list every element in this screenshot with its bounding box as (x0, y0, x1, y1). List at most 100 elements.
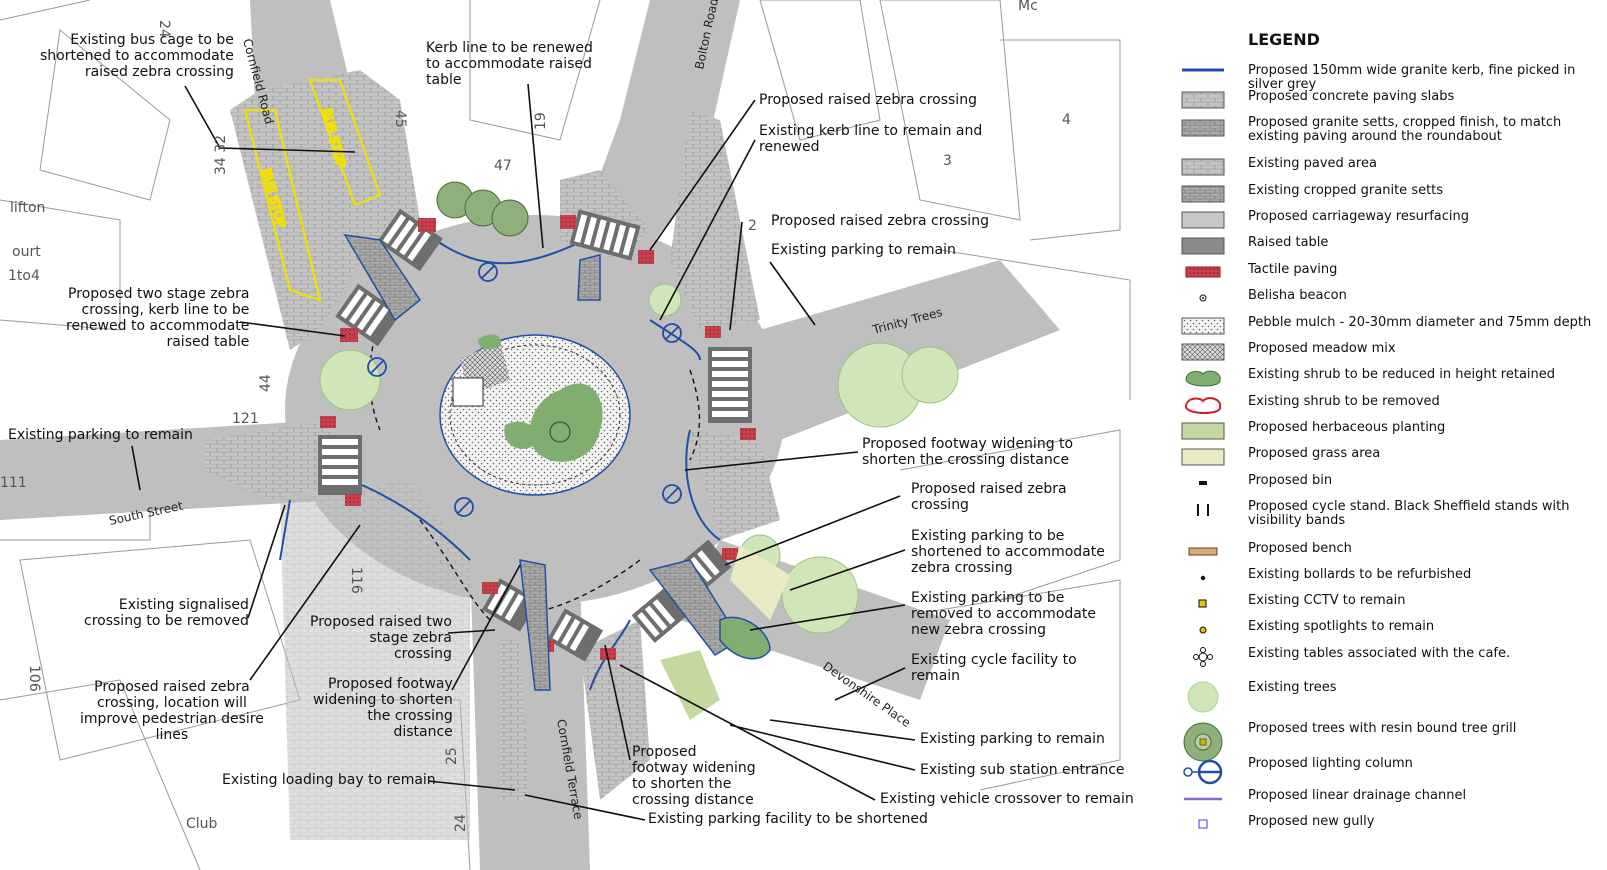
lighting-column-icon (1180, 757, 1226, 787)
leader-lines (131, 83, 916, 821)
legend-item-label: Raised table (1248, 235, 1329, 250)
legend-item-grass: Proposed grass area (1180, 447, 1600, 469)
bollard-icon (1180, 568, 1226, 590)
existing-tree-icon (1180, 681, 1226, 713)
legend-item-bench: Proposed bench (1180, 542, 1600, 564)
svg-text:24: 24 (453, 814, 469, 832)
callout-signalised: Existing signalised crossing to be remov… (84, 597, 249, 629)
spotlight-icon (1180, 620, 1226, 642)
legend-item-label: Proposed concrete paving slabs (1248, 89, 1455, 104)
svg-text:116: 116 (348, 567, 364, 594)
bin-icon (1180, 474, 1226, 496)
legend-item-label: Existing shrub to be reduced in height r… (1248, 367, 1556, 382)
callout-parking-shortened: Existing parking to be shortened to acco… (911, 528, 1105, 576)
site-plan: BUS STOP BUS STOP (0, 0, 1131, 870)
existing-paved-swatch-icon (1180, 157, 1226, 179)
cycle-stand-icon (1180, 500, 1226, 532)
existing-setts-swatch-icon (1180, 184, 1226, 206)
legend-item-drainage-channel: Proposed linear drainage channel (1180, 789, 1600, 811)
legend-item-cafe-tables: Existing tables associated with the cafe… (1180, 647, 1600, 669)
callout-crossover: Existing vehicle crossover to remain (880, 791, 1134, 807)
zebra-crossings (318, 208, 752, 662)
cctv-icon (1180, 594, 1226, 616)
bench-icon (1180, 542, 1226, 564)
legend-item-label: Belisha beacon (1248, 288, 1347, 303)
callout-parking-removed: Existing parking to be removed to accomm… (911, 590, 1096, 638)
blue-kerb-line-icon (1180, 64, 1226, 86)
legend-item-label: Proposed grass area (1248, 446, 1381, 461)
gully-icon (1180, 815, 1226, 837)
drainage-channel-icon (1180, 789, 1226, 811)
callout-parking-se: Existing parking to remain (920, 731, 1105, 747)
legend-item-label: Tactile paving (1248, 262, 1338, 277)
legend-item-label: Existing spotlights to remain (1248, 619, 1435, 634)
svg-text:1to4: 1to4 (8, 268, 40, 284)
svg-text:24: 24 (156, 20, 172, 38)
callout-kerb-remain: Existing kerb line to remain and renewed (759, 123, 983, 155)
legend-item-cctv: Existing CCTV to remain (1180, 594, 1600, 616)
callout-substation: Existing sub station entrance (920, 762, 1125, 778)
legend-item-label: Proposed new gully (1248, 814, 1375, 829)
legend-item-lighting-column: Proposed lighting column (1180, 757, 1600, 787)
legend-item-belisha-beacon: Belisha beacon (1180, 289, 1600, 311)
callout-loading-bay: Existing loading bay to remain (222, 772, 436, 788)
svg-text:121: 121 (232, 411, 259, 427)
legend-item-pebble-mulch: Pebble mulch - 20-30mm diameter and 75mm… (1180, 316, 1600, 338)
pebble-mulch-swatch-icon (1180, 316, 1226, 338)
legend-item-shrub-removed: Existing shrub to be removed (1180, 395, 1600, 417)
legend-item-label: Proposed linear drainage channel (1248, 788, 1467, 803)
svg-text:Mc: Mc (1018, 0, 1038, 14)
legend-item-label: Existing paved area (1248, 156, 1377, 171)
legend-item-label: Existing CCTV to remain (1248, 593, 1406, 608)
legend-item-label: Proposed cycle stand. Black Sheffield st… (1248, 499, 1570, 528)
svg-text:ourt: ourt (12, 244, 41, 260)
legend-item-blue-kerb: Proposed 150mm wide granite kerb, fine p… (1180, 64, 1600, 92)
tactile-paving-swatch-icon (1180, 263, 1226, 285)
granite-setts-swatch-icon (1180, 116, 1226, 146)
callout-parking-facility: Existing parking facility to be shortene… (648, 811, 928, 827)
plan-numbers: 24 34 32 45 47 19 2 4 44 121 111 116 106… (0, 0, 1071, 832)
legend-item-gully: Proposed new gully (1180, 815, 1600, 837)
legend-item-label: Proposed granite setts, cropped finish, … (1248, 115, 1562, 144)
legend-title: LEGEND (1248, 30, 1320, 49)
svg-text:44: 44 (258, 374, 274, 392)
callout-two-stage-nw: Proposed two stage zebra crossing, kerb … (66, 286, 250, 350)
legend-item-label: Pebble mulch - 20-30mm diameter and 75mm… (1248, 315, 1592, 330)
legend-item-bin: Proposed bin (1180, 474, 1600, 496)
legend-item-label: Existing cropped granite setts (1248, 183, 1444, 198)
legend-item-label: Existing trees (1248, 680, 1337, 695)
callout-zebra-sw: Proposed raised zebra crossing, location… (80, 679, 264, 743)
belisha-beacon-icon (1180, 289, 1226, 311)
concrete-slabs-swatch-icon (1180, 90, 1226, 112)
legend-item-concrete-slabs: Proposed concrete paving slabs (1180, 90, 1600, 112)
legend-item-label: Proposed bin (1248, 473, 1333, 488)
legend-item-label: Existing bollards to be refurbished (1248, 567, 1472, 582)
legend-item-existing-tree: Existing trees (1180, 681, 1600, 713)
legend-item-tactile-paving: Tactile paving (1180, 263, 1600, 285)
legend-item-bollard: Existing bollards to be refurbished (1180, 568, 1600, 590)
legend-item-cycle-stand: Proposed cycle stand. Black Sheffield st… (1180, 500, 1600, 532)
callout-zebra-ne: Proposed raised zebra crossing (759, 92, 977, 108)
callout-two-stage-s: Proposed raised two stage zebra crossing (310, 614, 452, 662)
legend-item-carriageway: Proposed carriageway resurfacing (1180, 210, 1600, 232)
legend-item-label: Existing shrub to be removed (1248, 394, 1440, 409)
svg-text:3: 3 (943, 153, 952, 169)
raised-table-swatch-icon (1180, 236, 1226, 258)
legend-item-existing-paved: Existing paved area (1180, 157, 1600, 179)
callout-cycle-facility: Existing cycle facility to remain (911, 652, 1077, 684)
legend-item-label: Proposed herbaceous planting (1248, 420, 1446, 435)
legend-item-shrub-retained: Existing shrub to be reduced in height r… (1180, 368, 1600, 390)
legend-item-label: Proposed trees with resin bound tree gri… (1248, 721, 1517, 736)
svg-text:19: 19 (533, 112, 549, 130)
legend-item-granite-setts: Proposed granite setts, cropped finish, … (1180, 116, 1600, 146)
legend-item-label: Existing tables associated with the cafe… (1248, 646, 1511, 661)
proposed-trees (436, 181, 529, 237)
legend-item-spotlight: Existing spotlights to remain (1180, 620, 1600, 642)
legend-item-raised-table: Raised table (1180, 236, 1600, 258)
callout-bus-cage: Existing bus cage to be shortened to acc… (40, 32, 234, 80)
legend-item-label: Proposed meadow mix (1248, 341, 1396, 356)
legend-item-proposed-tree: Proposed trees with resin bound tree gri… (1180, 722, 1600, 762)
callout-kerb-renewed: Kerb line to be renewed to accommodate r… (426, 40, 593, 88)
callout-parking-e: Existing parking to remain (771, 242, 956, 258)
callout-footway-e: Proposed footway widening to shorten the… (862, 436, 1074, 468)
